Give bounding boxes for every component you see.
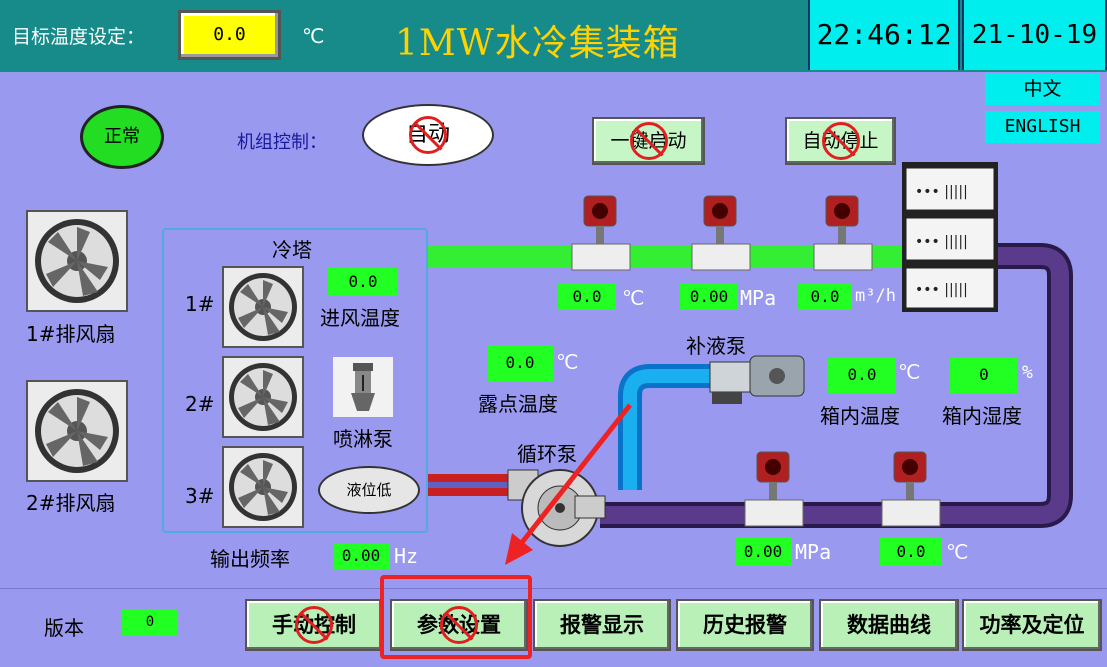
setpoint-label: 目标温度设定： bbox=[12, 26, 146, 48]
makeup-pipe-outline bbox=[618, 364, 718, 490]
return-pressure-value: 0.00 bbox=[735, 538, 791, 566]
inlet-temp-label: 进风温度 bbox=[320, 306, 400, 330]
output-freq-label: 输出频率 bbox=[210, 547, 290, 571]
flow-transmitter-top bbox=[813, 195, 873, 271]
exhaust-fan-1-icon bbox=[26, 210, 128, 312]
one-key-start-button[interactable]: 一键启动 bbox=[592, 117, 705, 165]
supply-pressure-unit: MPa bbox=[740, 286, 777, 310]
pressure-transmitter-top bbox=[691, 195, 751, 271]
power-location-button[interactable]: 功率及定位 bbox=[962, 599, 1102, 651]
tower-fan-2-label: 2# bbox=[185, 392, 215, 416]
language-english-button[interactable]: ENGLISH bbox=[985, 111, 1100, 143]
box-temp-unit: ℃ bbox=[898, 360, 921, 384]
flow-value: 0.0 bbox=[798, 284, 852, 310]
makeup-pump-label: 补液泵 bbox=[686, 334, 746, 358]
circulation-pump-icon bbox=[507, 469, 606, 547]
status-indicator: 正常 bbox=[80, 105, 164, 169]
spray-pump-label: 喷淋泵 bbox=[333, 427, 393, 451]
server-rack-icon: ••• ||||| ••• ||||| ••• ||||| bbox=[902, 162, 998, 312]
flow-unit: m³/h bbox=[855, 286, 896, 306]
target-temp-input[interactable]: 0.0 bbox=[178, 10, 281, 60]
svg-text:••• |||||: ••• ||||| bbox=[915, 234, 968, 250]
unit-control-label: 机组控制： bbox=[237, 132, 327, 153]
tower-fan-2-icon bbox=[222, 356, 304, 438]
inlet-temp-value: 0.0 bbox=[328, 268, 398, 296]
dew-point-value: 0.0 bbox=[487, 345, 553, 381]
auto-mode-button[interactable]: 自动 bbox=[362, 104, 494, 166]
page-title: 1MW水冷集装箱 bbox=[395, 23, 680, 64]
box-humidity-value: 0 bbox=[950, 357, 1018, 393]
return-temp-value: 0.0 bbox=[880, 538, 942, 566]
tower-fan-1-icon bbox=[222, 266, 304, 348]
temp-transmitter-top bbox=[571, 195, 631, 271]
makeup-pump-icon bbox=[709, 355, 805, 404]
level-low-indicator: 液位低 bbox=[318, 466, 420, 514]
output-freq-value: 0.00 bbox=[333, 543, 389, 569]
data-curve-button[interactable]: 数据曲线 bbox=[819, 599, 959, 651]
pressure-transmitter-bottom bbox=[744, 451, 804, 527]
version-value: 0 bbox=[122, 609, 178, 635]
tower-fan-1-label: 1# bbox=[185, 292, 215, 316]
output-freq-unit: Hz bbox=[394, 544, 419, 568]
supply-temp-value: 0.0 bbox=[558, 284, 616, 310]
clock-time: 22:46:12 bbox=[808, 0, 960, 70]
manual-control-label: 手动控制 bbox=[272, 613, 356, 637]
box-humidity-unit: % bbox=[1022, 362, 1033, 383]
exhaust-fan-2-label: 2#排风扇 bbox=[26, 491, 116, 515]
clock-date: 21-10-19 bbox=[962, 0, 1107, 70]
makeup-pipe bbox=[623, 369, 718, 490]
svg-text:••• |||||: ••• ||||| bbox=[915, 282, 968, 298]
circulation-pump-label: 循环泵 bbox=[517, 442, 577, 466]
version-label: 版本 bbox=[44, 616, 84, 640]
supply-temp-unit: ℃ bbox=[622, 286, 645, 310]
return-temp-unit: ℃ bbox=[946, 540, 969, 564]
setpoint-unit: ℃ bbox=[302, 24, 325, 48]
svg-text:••• |||||: ••• ||||| bbox=[915, 184, 968, 200]
box-temp-value: 0.0 bbox=[828, 357, 896, 393]
exhaust-fan-2-icon bbox=[26, 380, 128, 482]
return-pipe bbox=[600, 247, 1069, 524]
auto-mode-label: 自动 bbox=[405, 122, 450, 147]
box-humidity-label: 箱内湿度 bbox=[942, 404, 1022, 428]
cooling-tower-panel bbox=[162, 228, 428, 533]
manual-control-button[interactable]: 手动控制 bbox=[245, 599, 383, 651]
highlight-box bbox=[380, 575, 532, 659]
spray-pump-icon bbox=[333, 357, 393, 417]
temp-transmitter-bottom bbox=[881, 451, 941, 527]
tower-fan-3-label: 3# bbox=[185, 484, 215, 508]
cooling-tower-title: 冷塔 bbox=[272, 238, 312, 262]
tower-fan-3-icon bbox=[222, 446, 304, 528]
annotation-arrow bbox=[518, 403, 632, 547]
supply-pressure-value: 0.00 bbox=[680, 284, 738, 310]
alarm-display-button[interactable]: 报警显示 bbox=[533, 599, 671, 651]
language-chinese-button[interactable]: 中文 bbox=[985, 73, 1100, 105]
exhaust-fan-1-label: 1#排风扇 bbox=[26, 322, 116, 346]
parameter-settings-label: 参数设置 bbox=[417, 613, 501, 637]
return-pressure-unit: MPa bbox=[795, 540, 832, 564]
box-temp-label: 箱内温度 bbox=[820, 404, 900, 428]
supply-pipe bbox=[428, 246, 904, 268]
dew-point-label: 露点温度 bbox=[478, 392, 558, 416]
dew-point-unit: ℃ bbox=[556, 350, 579, 374]
alarm-history-button[interactable]: 历史报警 bbox=[676, 599, 814, 651]
